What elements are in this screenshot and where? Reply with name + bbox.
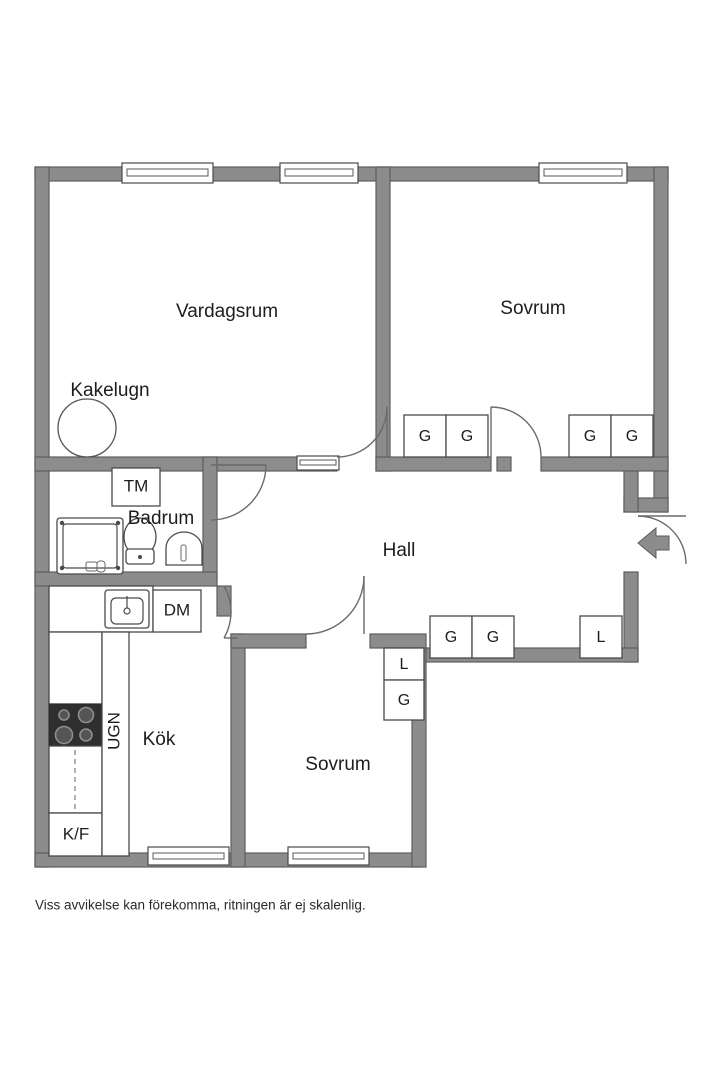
oven-column: [101, 631, 130, 857]
sink-fixture: [165, 531, 203, 566]
wall-bathroom-right: [202, 456, 218, 582]
wall-living-hall: [34, 456, 338, 472]
kakelugn-circle: [57, 398, 117, 458]
closets-group: [383, 414, 654, 721]
window-kitchen: [147, 846, 230, 866]
wall-bedroom-bottom-right: [540, 456, 669, 472]
door-bedroom-top[interactable]: [490, 406, 542, 458]
room-label-sovrum-top: Sovrum: [500, 298, 565, 319]
wall-kitchen-right: [216, 585, 232, 617]
closet-label: G: [626, 428, 638, 445]
door-living-room[interactable]: [336, 406, 388, 458]
closet-box: [471, 615, 515, 659]
washing-machine-box: [111, 467, 161, 507]
appliance-label-ugn: UGN: [104, 712, 123, 750]
wall-hall-bedroom-connector: [496, 456, 512, 472]
closet-box: [579, 615, 623, 659]
bathroom-fixtures: [56, 517, 203, 575]
window-bedroom-top: [538, 162, 628, 184]
appliance-label-dm: DM: [164, 600, 190, 619]
closet-box: [383, 647, 425, 681]
closet-label: G: [487, 629, 499, 646]
windows-group: [121, 162, 628, 866]
closet-label: G: [461, 428, 473, 445]
entrance-arrow-icon: [637, 526, 670, 560]
closet-label: G: [584, 428, 596, 445]
dishwasher-box: [152, 589, 202, 633]
room-label-kok: Kök: [143, 729, 176, 750]
doors-group: [210, 406, 687, 639]
room-label-sovrum-bottom: Sovrum: [305, 754, 370, 775]
window-hall-small: [296, 455, 340, 471]
wall-kitchen-bedroom: [230, 633, 246, 868]
kakelugn-fixture: [57, 398, 117, 458]
door-kitchen[interactable]: [223, 585, 238, 639]
window-living-2: [279, 162, 359, 184]
room-label-vardagsrum: Vardagsrum: [176, 301, 278, 322]
closet-label: G: [398, 692, 410, 709]
stove-fixture: [48, 703, 103, 747]
wall-outer-left: [34, 166, 50, 868]
room-label-hall: Hall: [383, 540, 416, 561]
wall-bedroom-bottom-left: [375, 456, 492, 472]
closet-box: [383, 679, 425, 721]
door-bathroom[interactable]: [210, 464, 267, 521]
closet-label: L: [597, 629, 606, 646]
kitchen-fixtures: [48, 585, 154, 857]
cabinet-column-upper: [48, 631, 103, 705]
window-living-1: [121, 162, 214, 184]
appliance-label-kf: K/F: [63, 824, 89, 843]
closet-label: G: [419, 428, 431, 445]
feature-label-kakelugn: Kakelugn: [70, 380, 149, 401]
closet-box: [445, 414, 489, 458]
door-bedroom-bottom[interactable]: [305, 575, 365, 635]
wall-bottom-bedroom-top-right: [369, 633, 427, 649]
closet-box: [610, 414, 654, 458]
room-label-badrum: Badrum: [128, 508, 195, 529]
appliance-label-tm: TM: [124, 476, 149, 495]
kitchen-sink-fixture: [104, 589, 150, 629]
door-entrance[interactable]: [637, 515, 687, 565]
disclaimer-text: Viss avvikelse kan förekomma, ritningen …: [35, 898, 366, 913]
closet-label: G: [445, 629, 457, 646]
labels-group: Vardagsrum Sovrum Badrum Hall Kök Sovrum…: [35, 298, 638, 913]
closet-label: L: [400, 656, 409, 673]
window-bedroom-bottom: [287, 846, 370, 866]
wall-bottom-bedroom-top-left: [230, 633, 307, 649]
toilet-fixture: [123, 517, 157, 565]
shower-fixture: [56, 517, 124, 575]
